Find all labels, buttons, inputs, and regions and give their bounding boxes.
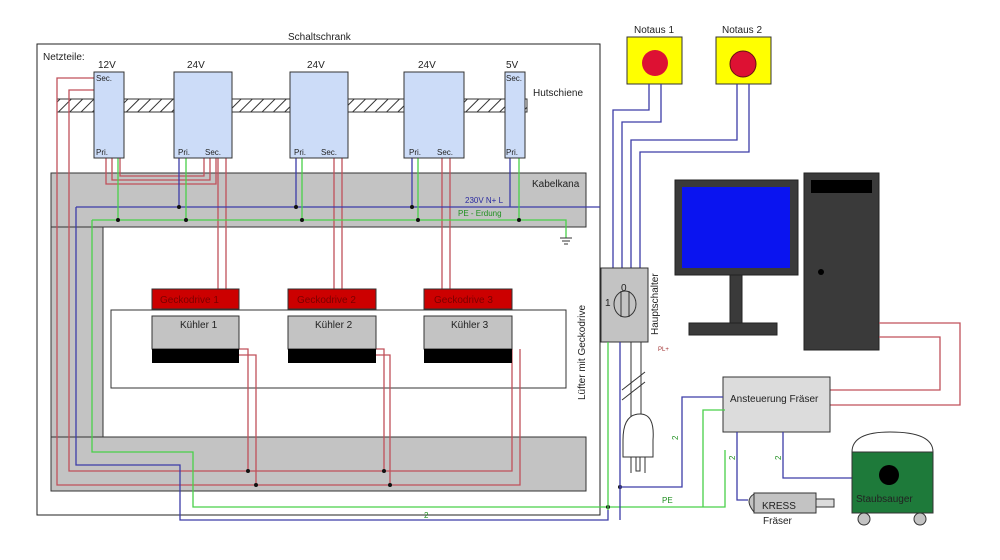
svg-text:Kühler 2: Kühler 2: [315, 320, 353, 331]
wires-secondary: [56, 77, 521, 486]
bus-230v-label: 230V N+ L: [465, 196, 504, 205]
wire-count-label: 2: [728, 455, 737, 460]
svg-text:24V: 24V: [187, 60, 205, 71]
geckodrive-2: Geckodrive 2: [287, 288, 377, 310]
kress-spindle-icon: KRESS Fräser: [748, 492, 835, 527]
estop-wires: [612, 84, 750, 268]
psu-group-label: Netzteile:: [43, 52, 85, 63]
svg-text:Pri.: Pri.: [409, 148, 421, 157]
cable-duct-bottom: [50, 436, 587, 492]
svg-text:Staubsauger: Staubsauger: [856, 494, 913, 505]
svg-text:12V: 12V: [98, 60, 116, 71]
svg-text:Geckodrive 1: Geckodrive 1: [160, 295, 219, 306]
emergency-stop-2: Notaus 2: [715, 25, 772, 85]
cooler-2: Kühler 2: [287, 315, 377, 363]
svg-text:Pri.: Pri.: [178, 148, 190, 157]
svg-text:Hauptschalter: Hauptschalter: [650, 273, 661, 335]
svg-text:Fräser: Fräser: [763, 516, 793, 527]
power-plug-icon: [622, 413, 654, 473]
svg-text:Notaus 2: Notaus 2: [722, 25, 762, 36]
geckodrive-1: Geckodrive 1: [151, 288, 240, 310]
wires-mains: [75, 158, 609, 521]
svg-text:PL+: PL+: [658, 347, 669, 353]
cable-duct-top: [50, 172, 587, 228]
svg-text:24V: 24V: [307, 60, 325, 71]
svg-text:Kühler 3: Kühler 3: [451, 320, 489, 331]
cable-duct-label: Kabelkana: [532, 179, 580, 190]
svg-text:Ansteuerung Fräser: Ansteuerung Fräser: [730, 394, 819, 405]
svg-text:KRESS: KRESS: [762, 501, 796, 512]
wire-count-label: 2: [774, 455, 783, 460]
cable-duct-left: [50, 226, 104, 438]
svg-text:Pri.: Pri.: [506, 148, 518, 157]
psu-24v-2: 24V Pri. Sec.: [289, 60, 349, 159]
svg-text:Geckodrive 2: Geckodrive 2: [297, 295, 356, 306]
svg-text:Sec.: Sec.: [205, 148, 221, 157]
svg-text:Sec.: Sec.: [321, 148, 337, 157]
vacuum-cleaner-icon: Staubsauger: [851, 431, 934, 526]
svg-text:1: 1: [605, 298, 611, 309]
svg-text:Notaus 1: Notaus 1: [634, 25, 674, 36]
psu-12v: 12V Sec. Pri.: [93, 60, 125, 159]
monitor-icon: [674, 179, 799, 336]
svg-text:Kühler 1: Kühler 1: [180, 320, 218, 331]
psu-5v: 5V Sec. Pri.: [504, 60, 526, 159]
svg-text:24V: 24V: [418, 60, 436, 71]
wire-count-label: 2: [671, 435, 680, 440]
svg-text:5V: 5V: [506, 60, 519, 71]
wire-count-label: 2: [424, 511, 429, 520]
fan-tray-label: Lüfter mit Geckodrive: [577, 305, 588, 400]
svg-text:Pri.: Pri.: [294, 148, 306, 157]
pc-tower-icon: [803, 172, 880, 351]
cooler-1: Kühler 1: [151, 315, 240, 363]
svg-text:Sec.: Sec.: [96, 74, 112, 83]
psu-24v-1: 24V Pri. Sec.: [173, 60, 233, 159]
emergency-stop-1: Notaus 1: [626, 25, 683, 85]
svg-text:Pri.: Pri.: [96, 148, 108, 157]
pe-label: PE: [662, 496, 673, 505]
psu-24v-3: 24V Pri. Sec.: [403, 60, 465, 159]
svg-text:0: 0: [621, 283, 627, 294]
main-switch: 0 1 Hauptschalter PL+: [600, 267, 669, 353]
din-rail-label: Hutschiene: [533, 88, 583, 99]
svg-text:Geckodrive 3: Geckodrive 3: [434, 295, 493, 306]
junction-dots: [116, 205, 622, 509]
svg-text:Sec.: Sec.: [506, 74, 522, 83]
ground-symbol: [560, 237, 572, 245]
bus-pe-label: PE - Erdung: [458, 209, 502, 218]
spindle-controller: Ansteuerung Fräser: [722, 376, 831, 433]
geckodrive-3: Geckodrive 3: [423, 288, 513, 310]
cabinet-title: Schaltschrank: [288, 32, 352, 43]
svg-text:Sec.: Sec.: [437, 148, 453, 157]
cable-break-icon: [621, 371, 646, 401]
wires-earth: [91, 158, 726, 508]
cooler-3: Kühler 3: [423, 315, 513, 363]
